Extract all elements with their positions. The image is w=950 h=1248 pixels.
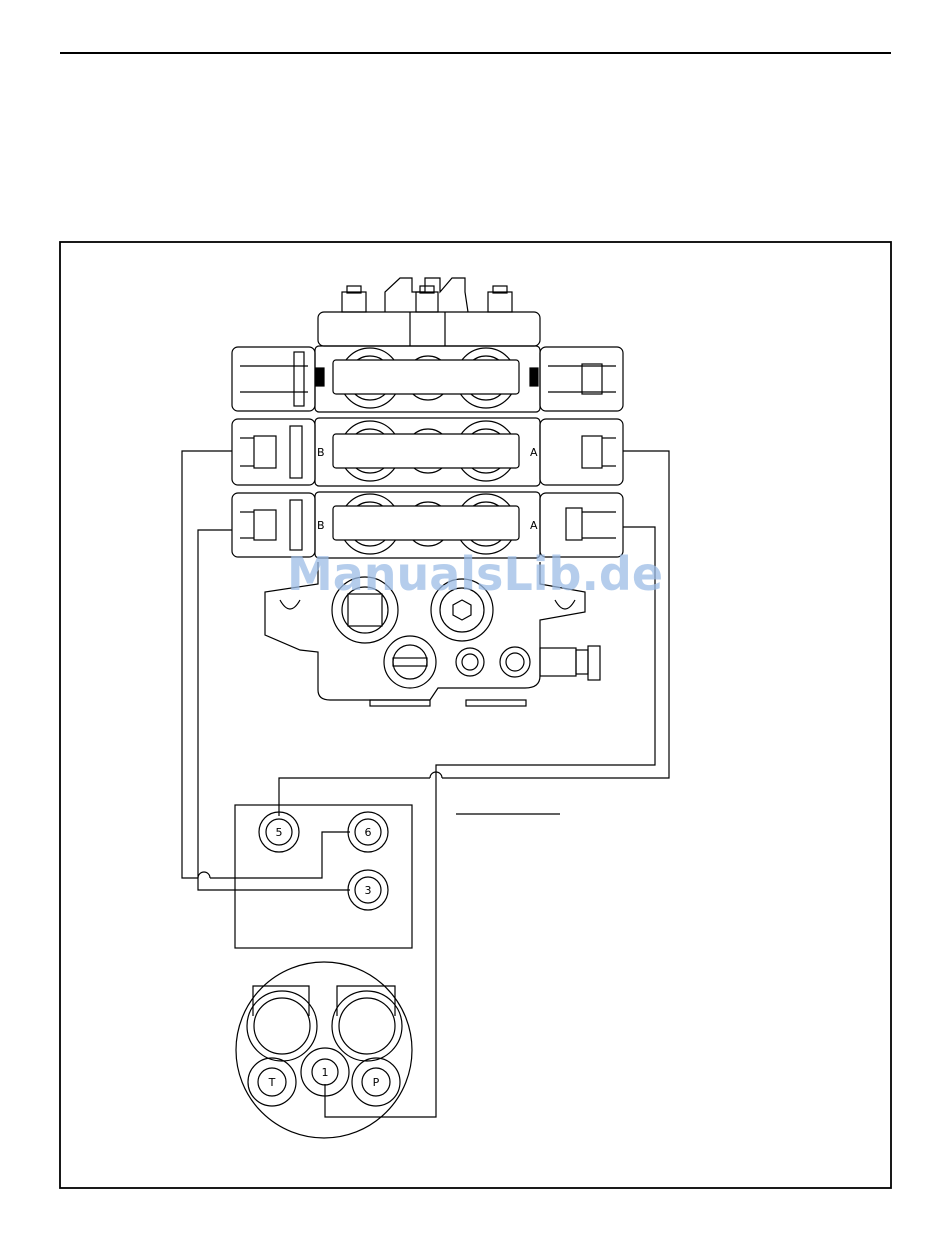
port-a-label-1: A bbox=[530, 373, 538, 386]
pin-5-label: 5 bbox=[276, 826, 283, 839]
valve-section-1 bbox=[232, 346, 623, 412]
valve-block bbox=[232, 278, 623, 706]
valve-section-2 bbox=[232, 418, 623, 486]
wire-right-middle bbox=[442, 451, 669, 778]
port-b-label-2: B bbox=[317, 446, 325, 459]
round-plug bbox=[236, 962, 412, 1138]
pin-1-label: 1 bbox=[322, 1066, 329, 1079]
pin-6-label: 6 bbox=[365, 826, 372, 839]
top-fittings bbox=[342, 278, 512, 312]
port-a-label-2: A bbox=[530, 446, 538, 459]
pin-3-label: 3 bbox=[365, 884, 372, 897]
pin-p-label: P bbox=[373, 1076, 380, 1089]
port-b-label-3: B bbox=[317, 519, 325, 532]
pin-t-label: T bbox=[268, 1076, 276, 1089]
wire-right-lower bbox=[325, 527, 655, 1117]
labels: B A B A B A 5 6 3 T 1 P bbox=[268, 373, 538, 1089]
watermark: ManualsLib.de bbox=[287, 547, 663, 601]
cover-plate bbox=[318, 312, 540, 346]
wire-left-middle bbox=[182, 451, 232, 878]
connector-block bbox=[235, 805, 412, 948]
port-a-label-3: A bbox=[530, 519, 538, 532]
port-b-label-1: B bbox=[317, 373, 325, 386]
